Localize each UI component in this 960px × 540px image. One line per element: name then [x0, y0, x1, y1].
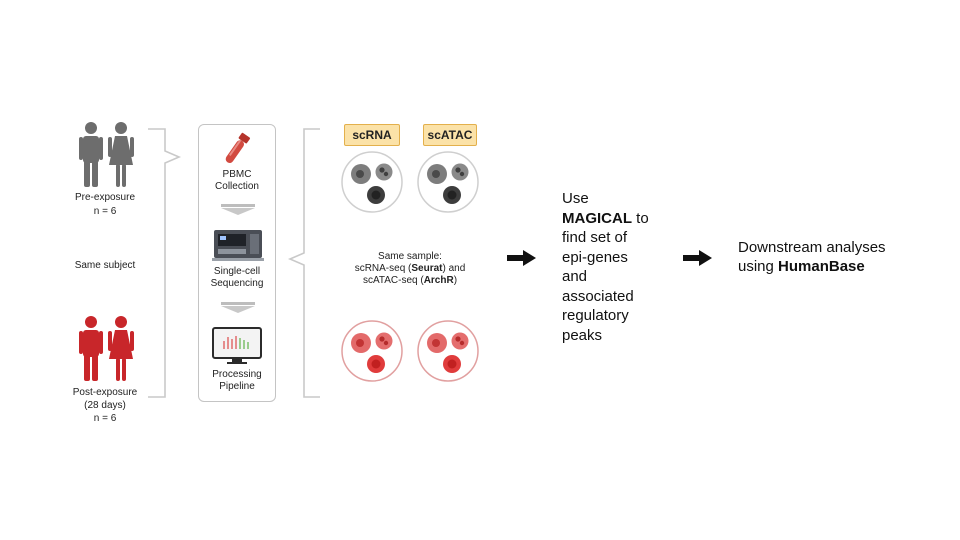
pre-exposure-people-icon [79, 122, 134, 187]
magical-line4: epi-genes [562, 248, 628, 266]
assay-desc-line3: scATAC-seq (ArchR) [320, 275, 500, 287]
scrna-tag: scRNA [344, 124, 400, 146]
scatac-post-cells [417, 320, 479, 382]
blood-tube-icon [225, 132, 251, 164]
post-exposure-n: n = 6 [93, 413, 117, 424]
magical-line1: Use [562, 190, 589, 207]
right-arrow-icon [683, 250, 712, 266]
downstream-line1: Downstream analyses [738, 239, 886, 256]
magical-to: to [632, 209, 649, 227]
downstream-line2: using HumanBase [738, 257, 938, 276]
assay-desc-line3-pre: scATAC-seq ( [362, 275, 424, 286]
sequencer-icon [212, 230, 264, 261]
down-arrow-icon [221, 204, 255, 215]
post-exposure-label: Post-exposure [72, 387, 138, 398]
magical-line7: regulatory [562, 307, 629, 324]
step-seq-line2: Sequencing [210, 278, 264, 289]
scatac-tag: scATAC [423, 124, 477, 146]
magical-line5: and [562, 268, 588, 285]
right-bracket [287, 128, 320, 398]
scatac-pre-cells [417, 151, 479, 213]
step-proc-line1: Processing [212, 369, 262, 380]
humanbase-label: HumanBase [778, 258, 865, 275]
step-seq-line1: Single-cell [213, 266, 261, 277]
assay-desc-line2-pre: scRNA-seq ( [354, 263, 412, 274]
assay-desc-line1: Same sample: [378, 251, 442, 262]
pre-exposure-label: Pre-exposure [74, 192, 136, 203]
scrna-pre-cells [341, 151, 403, 213]
magical-line3: find set of [562, 229, 628, 246]
archr-label: ArchR [423, 275, 454, 286]
pre-exposure-n: n = 6 [93, 206, 117, 217]
magical-line8: peaks [562, 326, 603, 344]
left-bracket [148, 128, 182, 398]
assay-desc-line2: scRNA-seq (Seurat) and [320, 263, 500, 275]
assay-desc-line2-post: ) and [442, 263, 466, 274]
post-exposure-people-icon [79, 316, 134, 381]
down-arrow-icon [221, 302, 255, 313]
pipeline-box [198, 124, 276, 402]
step-pbmc-line1: PBMC [222, 169, 252, 180]
downstream-description: Downstream analyses using HumanBase [738, 238, 938, 276]
assay-desc-line3-post: ) [453, 275, 458, 286]
step-proc-line2: Pipeline [219, 381, 255, 392]
right-arrow-icon [507, 250, 536, 266]
post-exposure-days: (28 days) [84, 400, 126, 411]
magical-line6: associated [562, 287, 634, 305]
step-pbmc-line2: Collection [215, 181, 259, 192]
same-subject-label: Same subject [74, 260, 136, 271]
downstream-line2-pre: using [738, 258, 779, 275]
magical-description: Use MAGICAL to find set of epi-genes and… [562, 189, 672, 345]
monitor-icon [212, 327, 262, 364]
seurat-label: Seurat [411, 263, 443, 274]
magical-line2: MAGICAL to [562, 209, 672, 229]
magical-name: MAGICAL [562, 209, 632, 227]
scrna-post-cells [341, 320, 403, 382]
